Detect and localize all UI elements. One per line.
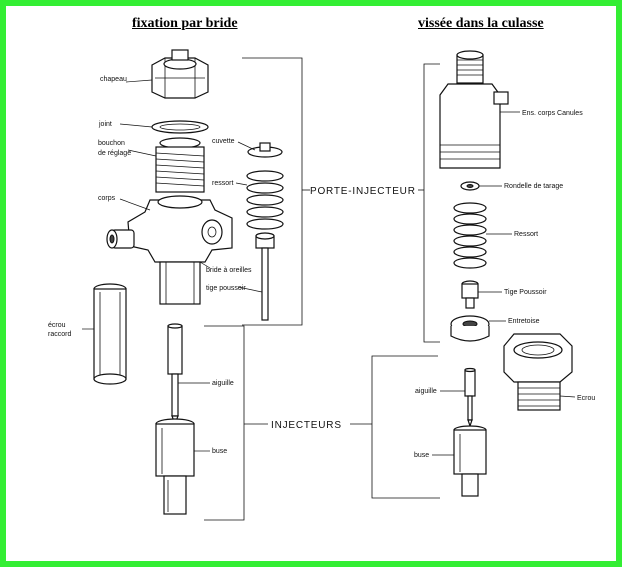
label-tige-poussoir: tige poussoir [206,285,246,292]
ecrou-right-part [503,333,573,411]
heading-vissee-dans-la-culasse: vissée dans la culasse [418,16,544,31]
label-ecrou-line2: raccord [48,331,71,338]
injecteurs-bracket [204,325,440,521]
label-bouchon-line2: de réglage [98,150,131,157]
corps-part [106,195,233,305]
cuvette-part [247,142,283,158]
label-corps-canules: Ens. corps Canules [522,110,583,117]
joint-part [151,120,209,134]
porte-injecteur-bracket [242,57,440,343]
ressort-part [246,170,284,230]
label-entretoise: Entretoise [508,318,540,325]
label-buse-right: buse [414,452,429,459]
label-cuvette: cuvette [212,138,235,145]
label-tige-poussoir-right: Tige Poussoir [504,289,547,296]
label-aiguille-right: aiguille [415,388,437,395]
aiguille-left-part [167,323,183,426]
label-chapeau: chapeau [100,76,127,83]
rondelle-part [460,181,480,191]
label-aiguille-left: aiguille [212,380,234,387]
bouchon-part [155,137,205,193]
label-corps: corps [98,195,116,202]
label-ressort: ressort [212,180,233,187]
label-ecrou-line1: écrou [48,322,66,329]
label-porte-injecteur: PORTE-INJECTEUR [310,186,416,197]
label-bride: bride à oreilles [206,267,252,274]
label-bouchon-line1: bouchon [98,140,125,147]
corps-canules-part [439,50,509,169]
buse-right-part [453,425,487,497]
chapeau-part [151,49,209,99]
aiguille-right-part [464,367,476,428]
tige-poussoir-part [255,232,275,321]
heading-fixation-par-bride: fixation par bride [132,16,238,31]
tige-poussoir-right-part [461,280,479,309]
ecrou-raccord-part [93,283,127,385]
label-joint: joint [98,121,112,128]
entretoise-part [450,315,490,342]
buse-left-part [155,418,195,515]
label-ressort-right: Ressort [514,231,538,238]
label-rondelle-de-tarage: Rondelle de tarage [504,183,563,190]
ressort-right-part [453,202,487,269]
label-buse-left: buse [212,448,227,455]
label-ecrou-right: Ecrou [577,395,595,402]
label-injecteurs: INJECTEURS [271,420,342,431]
